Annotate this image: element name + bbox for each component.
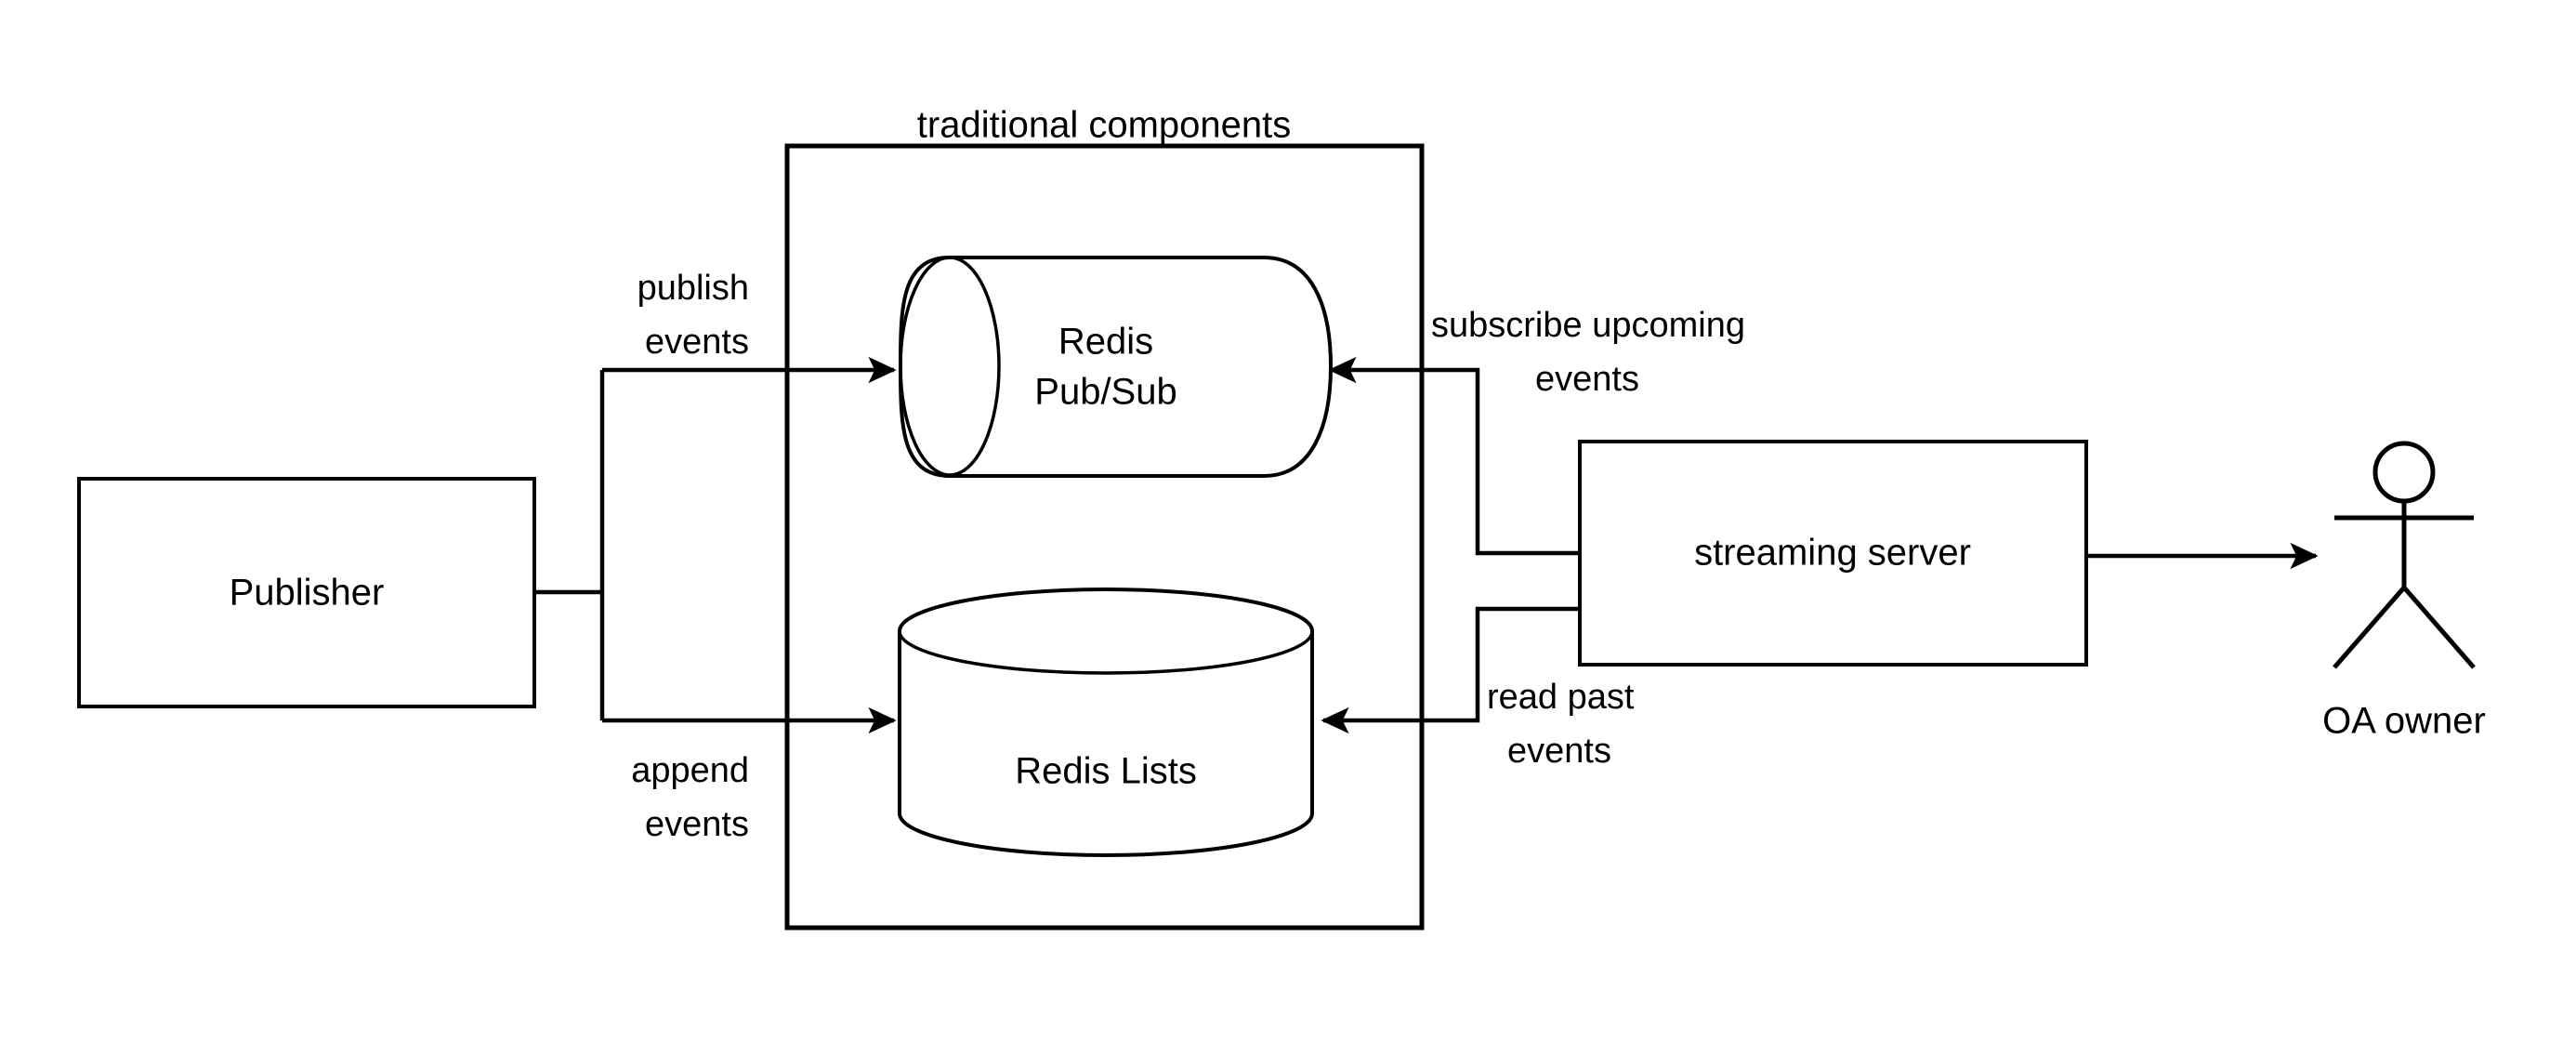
edge-label-append-events: append events (631, 751, 749, 844)
redis-pubsub-body[interactable] (898, 256, 1334, 478)
group-title: traditional components (917, 105, 1291, 146)
edge-publish-events-line2: events (645, 323, 749, 362)
publisher-label: Publisher (230, 573, 385, 614)
edge-read-past-events-path (1321, 606, 1580, 734)
oa-owner-legs-icon (2333, 584, 2476, 669)
edge-label-subscribe-upcoming-events: subscribe upcoming events (1431, 306, 1745, 399)
edge-read-past-events-line2: events (1507, 732, 1611, 771)
streaming-server-box[interactable] (1578, 440, 2088, 667)
edge-append-events-line2: events (645, 805, 749, 844)
edge-subscribe-upcoming-events-path (1328, 356, 1580, 556)
edge-publish-events-line1: publish (637, 269, 749, 308)
redis-pubsub-label-line2: Pub/Sub (1034, 372, 1176, 413)
publisher-box[interactable] (77, 477, 536, 708)
edge-append-events-line1: append (631, 751, 749, 790)
edge-publisher-fanout (534, 356, 897, 734)
node-streaming-server[interactable]: streaming server (1578, 440, 2088, 667)
node-publisher[interactable]: Publisher (77, 477, 536, 708)
node-oa-owner[interactable]: OA owner (2322, 441, 2486, 742)
oa-owner-head-icon (2372, 441, 2436, 504)
edge-label-read-past-events: read past events (1487, 678, 1635, 771)
edge-label-publish-events: publish events (637, 269, 749, 362)
redis-pubsub-left-face (899, 256, 1001, 477)
edge-read-past-events-line1: read past (1487, 678, 1635, 717)
edge-subscribe-upcoming-events-line2: events (1535, 360, 1639, 399)
redis-lists-body[interactable] (898, 587, 1314, 858)
group-container-box (784, 143, 1425, 931)
oa-owner-label: OA owner (2322, 701, 2486, 742)
redis-pubsub-label-line1: Redis (1058, 322, 1153, 363)
node-redis-pubsub[interactable]: Redis Pub/Sub (898, 256, 1334, 478)
node-redis-lists[interactable]: Redis Lists (898, 587, 1314, 858)
edge-streaming-server-reads (1321, 356, 1580, 734)
edge-subscribe-upcoming-events-line1: subscribe upcoming (1431, 306, 1745, 345)
streaming-server-label: streaming server (1694, 533, 1971, 574)
redis-lists-label: Redis Lists (1015, 751, 1197, 792)
redis-lists-top-face (898, 630, 1314, 675)
group-traditional-components: traditional components (784, 105, 1425, 931)
